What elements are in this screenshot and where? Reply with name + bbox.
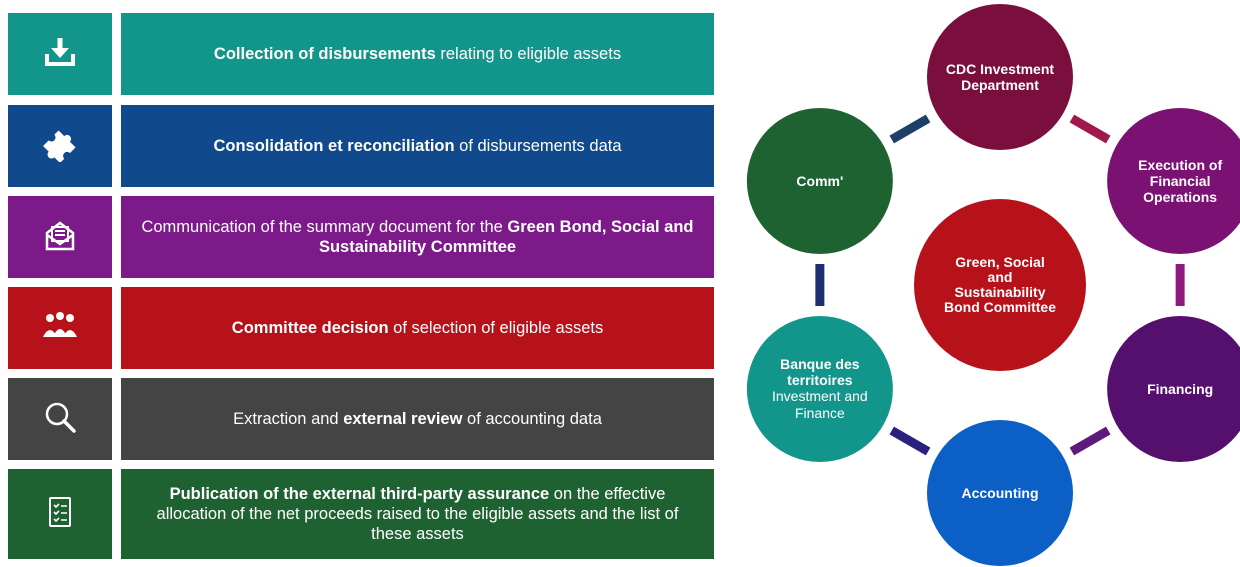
emphasis-text: Collection of disbursements [213,45,436,63]
envelope-document-icon [42,217,78,258]
cycle-node [927,4,1073,150]
process-step-text: Extraction and external review of accoun… [121,378,714,460]
description-text: of disbursements data [454,137,622,155]
checklist-icon [45,494,75,535]
cycle-node [746,316,893,462]
cycle-node-title: CDC Investment Department [945,61,1055,93]
emphasis-text: Committee decision [231,319,389,337]
cycle-node-title: Comm' [796,173,844,189]
process-step-icon-box [8,469,112,559]
process-step-icon-box [8,105,112,187]
process-step-description: Communication of the summary document fo… [137,217,698,257]
cycle-connector [1069,114,1111,144]
process-step-description: Consolidation et reconciliation of disbu… [213,136,621,156]
emphasis-text: external review [343,410,463,428]
process-step-description: Collection of disbursements relating to … [214,44,621,64]
process-step: Committee decision of selection of eligi… [8,287,714,369]
magnifier-icon [42,399,78,440]
cycle-node-label: Financing [1125,381,1235,397]
cycle-node [927,420,1073,566]
cycle-node [1107,108,1240,254]
description-text: of accounting data [462,410,602,428]
cycle-node [746,108,893,254]
description-text: Extraction and [233,410,344,428]
cycle-node-title: Accounting [961,485,1039,501]
process-step-text: Consolidation et reconciliation of disbu… [121,105,714,187]
cycle-node-label: Execution of Financial Operations [1125,157,1235,205]
cycle-node-label: Comm' [765,173,875,189]
description-text: relating to eligible assets [435,45,622,63]
cycle-connector [889,114,931,144]
process-step: Collection of disbursements relating to … [8,13,714,95]
process-step-icon-box [8,378,112,460]
process-step-icon-box [8,196,112,278]
process-step-text: Collection of disbursements relating to … [121,13,714,95]
cycle-node-title: Banque des territoires [780,356,860,388]
cycle-center-node [914,199,1086,371]
download-icon [42,34,78,75]
puzzle-icon [42,126,78,167]
emphasis-text: Publication of the external third-party … [169,485,550,503]
description-text: Communication of the summary document fo… [141,218,508,236]
emphasis-text: Consolidation et reconciliation [213,137,455,155]
process-step: Communication of the summary document fo… [8,196,714,278]
team-icon [41,311,79,346]
cycle-node-label: CDC Investment Department [945,61,1055,93]
process-step-icon-box [8,13,112,95]
cycle-connector [1069,426,1111,456]
process-step-description: Extraction and external review of accoun… [233,409,602,429]
process-step: Consolidation et reconciliation of disbu… [8,105,714,187]
process-step: Extraction and external review of accoun… [8,378,714,460]
cycle-node-title: Execution of Financial Operations [1138,157,1223,205]
process-step-icon-box [8,287,112,369]
process-step-text: Communication of the summary document fo… [121,196,714,278]
description-text: on the effective allocation of the net p… [156,485,679,543]
process-step: Publication of the external third-party … [8,469,714,559]
cycle-connector [889,426,931,456]
cycle-node-title: Financing [1147,381,1214,397]
description-text: of selection of eligible assets [388,319,604,337]
emphasis-text: Green Bond, Social and Sustainability Co… [318,218,694,256]
process-step-text: Committee decision of selection of eligi… [121,287,714,369]
cycle-node [1107,316,1240,462]
process-step-text: Publication of the external third-party … [121,469,714,559]
process-step-description: Committee decision of selection of eligi… [232,318,603,338]
process-step-description: Publication of the external third-party … [137,484,698,544]
cycle-node-label: Accounting [945,485,1055,501]
cycle-node-subtitle: Investment and Finance [771,388,868,421]
cycle-center-label: Green, Social and Sustainability Bond Co… [944,254,1056,315]
